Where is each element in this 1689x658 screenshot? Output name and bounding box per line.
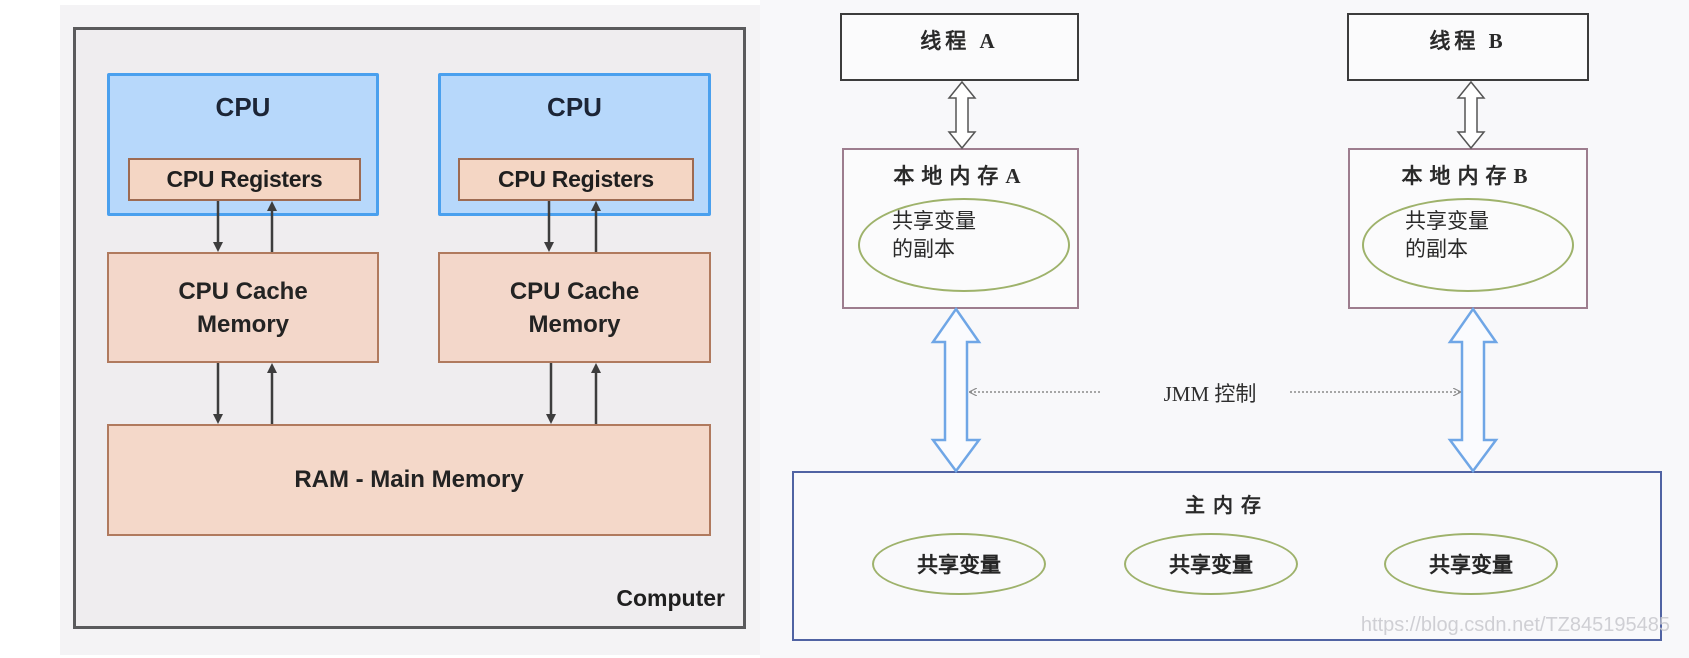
cpu-cache-memory-2: CPU Cache Memory xyxy=(438,252,711,363)
cpu-label: CPU xyxy=(547,92,602,122)
cache-label-line2: Memory xyxy=(528,310,621,338)
cpu-label: CPU xyxy=(215,92,271,122)
shared-variable-copy-b xyxy=(1362,198,1574,292)
local-memory-a: 本地内存A 共享变量 的副本 xyxy=(842,148,1079,309)
cache-label-line1: CPU Cache xyxy=(509,277,640,305)
shared-variable-copy-a-text: 共享变量 的副本 xyxy=(892,207,976,263)
copy-line2: 的副本 xyxy=(1405,237,1468,261)
watermark-text: https://blog.csdn.net/TZ845195485 xyxy=(1360,614,1670,636)
ram-main-memory: RAM - Main Memory xyxy=(107,424,711,536)
shared-variable-1: 共享变量 xyxy=(872,533,1046,595)
computer-label: Computer xyxy=(616,585,725,611)
shared-variable-copy-b-text: 共享变量 的副本 xyxy=(1405,207,1489,263)
cache-label-line1: CPU Cache xyxy=(178,277,308,305)
main-memory-box: 主内存 共享变量 共享变量 共享变量 xyxy=(792,471,1662,641)
cache-label-line2: Memory xyxy=(196,310,290,338)
cpu-registers-2: CPU Registers xyxy=(458,158,694,201)
thread-a-label: 线程 A xyxy=(920,29,999,53)
local-memory-b: 本地内存B 共享变量 的副本 xyxy=(1348,148,1588,309)
shared-variable-2: 共享变量 xyxy=(1124,533,1298,595)
cpu-registers-1: CPU Registers xyxy=(128,158,361,201)
copy-line1: 共享变量 xyxy=(1405,209,1489,233)
thread-b-label: 线程 B xyxy=(1429,29,1507,53)
copy-line2: 的副本 xyxy=(892,237,955,261)
local-memory-a-label: 本地内存A xyxy=(893,164,1028,188)
local-memory-b-label: 本地内存B xyxy=(1401,164,1535,188)
shared-variable-copy-a xyxy=(858,198,1070,292)
copy-line1: 共享变量 xyxy=(892,209,976,233)
shared-variable-3: 共享变量 xyxy=(1384,533,1558,595)
thread-a-box: 线程 A xyxy=(840,13,1079,81)
cpu-cache-memory-1: CPU Cache Memory xyxy=(107,252,379,363)
thread-b-box: 线程 B xyxy=(1347,13,1589,81)
jmm-control-label: JMM 控制 xyxy=(1163,382,1257,406)
main-memory-label: 主内存 xyxy=(1185,493,1269,517)
